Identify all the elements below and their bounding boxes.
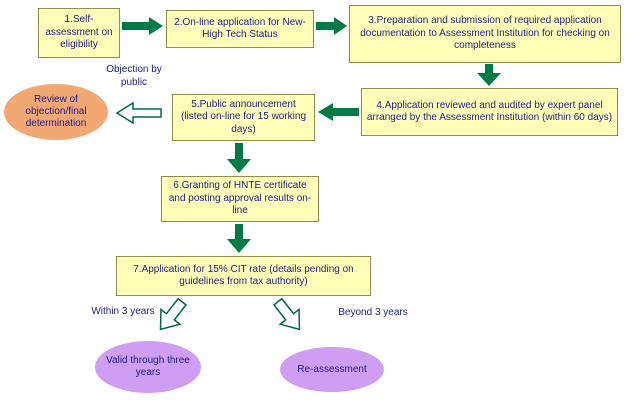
- valid-three-years-ellipse: Valid through three years: [95, 341, 201, 393]
- step-4-box: 4.Application reviewed and audited by ex…: [361, 88, 618, 136]
- within-3-years-label: Within 3 years: [91, 306, 155, 317]
- review-objection-ellipse: Review of objection/final determination: [4, 84, 108, 140]
- arrow-step6-to-step7-icon: [227, 224, 251, 253]
- step-3-box: 3.Preparation and submission of required…: [349, 5, 621, 63]
- beyond-3-years-hollow-arrow-icon: [272, 297, 301, 331]
- step-5-box: 5.Public announcement (listed on-line fo…: [172, 94, 315, 141]
- step-2-box: 2.On-line application for New-High Tech …: [166, 10, 314, 48]
- arrow-step4-to-step5-icon: [318, 103, 359, 121]
- objection-hollow-arrow-icon: [115, 101, 162, 125]
- arrow-step5-to-step6-icon: [227, 143, 251, 173]
- step-6-box: 6.Granting of HNTE certificate and posti…: [161, 176, 319, 222]
- step-1-box: 1.Self-assessment on eligibility: [38, 8, 120, 58]
- within-3-years-hollow-arrow-icon: [159, 297, 188, 331]
- arrow-step3-to-step4-icon: [477, 64, 501, 86]
- step-7-box: 7.Application for 15% CIT rate (details …: [116, 256, 371, 296]
- arrow-step1-to-step2-icon: [122, 17, 163, 35]
- arrow-step2-to-step3-icon: [316, 17, 347, 35]
- reassessment-ellipse: Re-assessment: [280, 347, 384, 392]
- objection-label: Objection by public: [106, 64, 162, 88]
- beyond-3-years-label: Beyond 3 years: [338, 307, 408, 318]
